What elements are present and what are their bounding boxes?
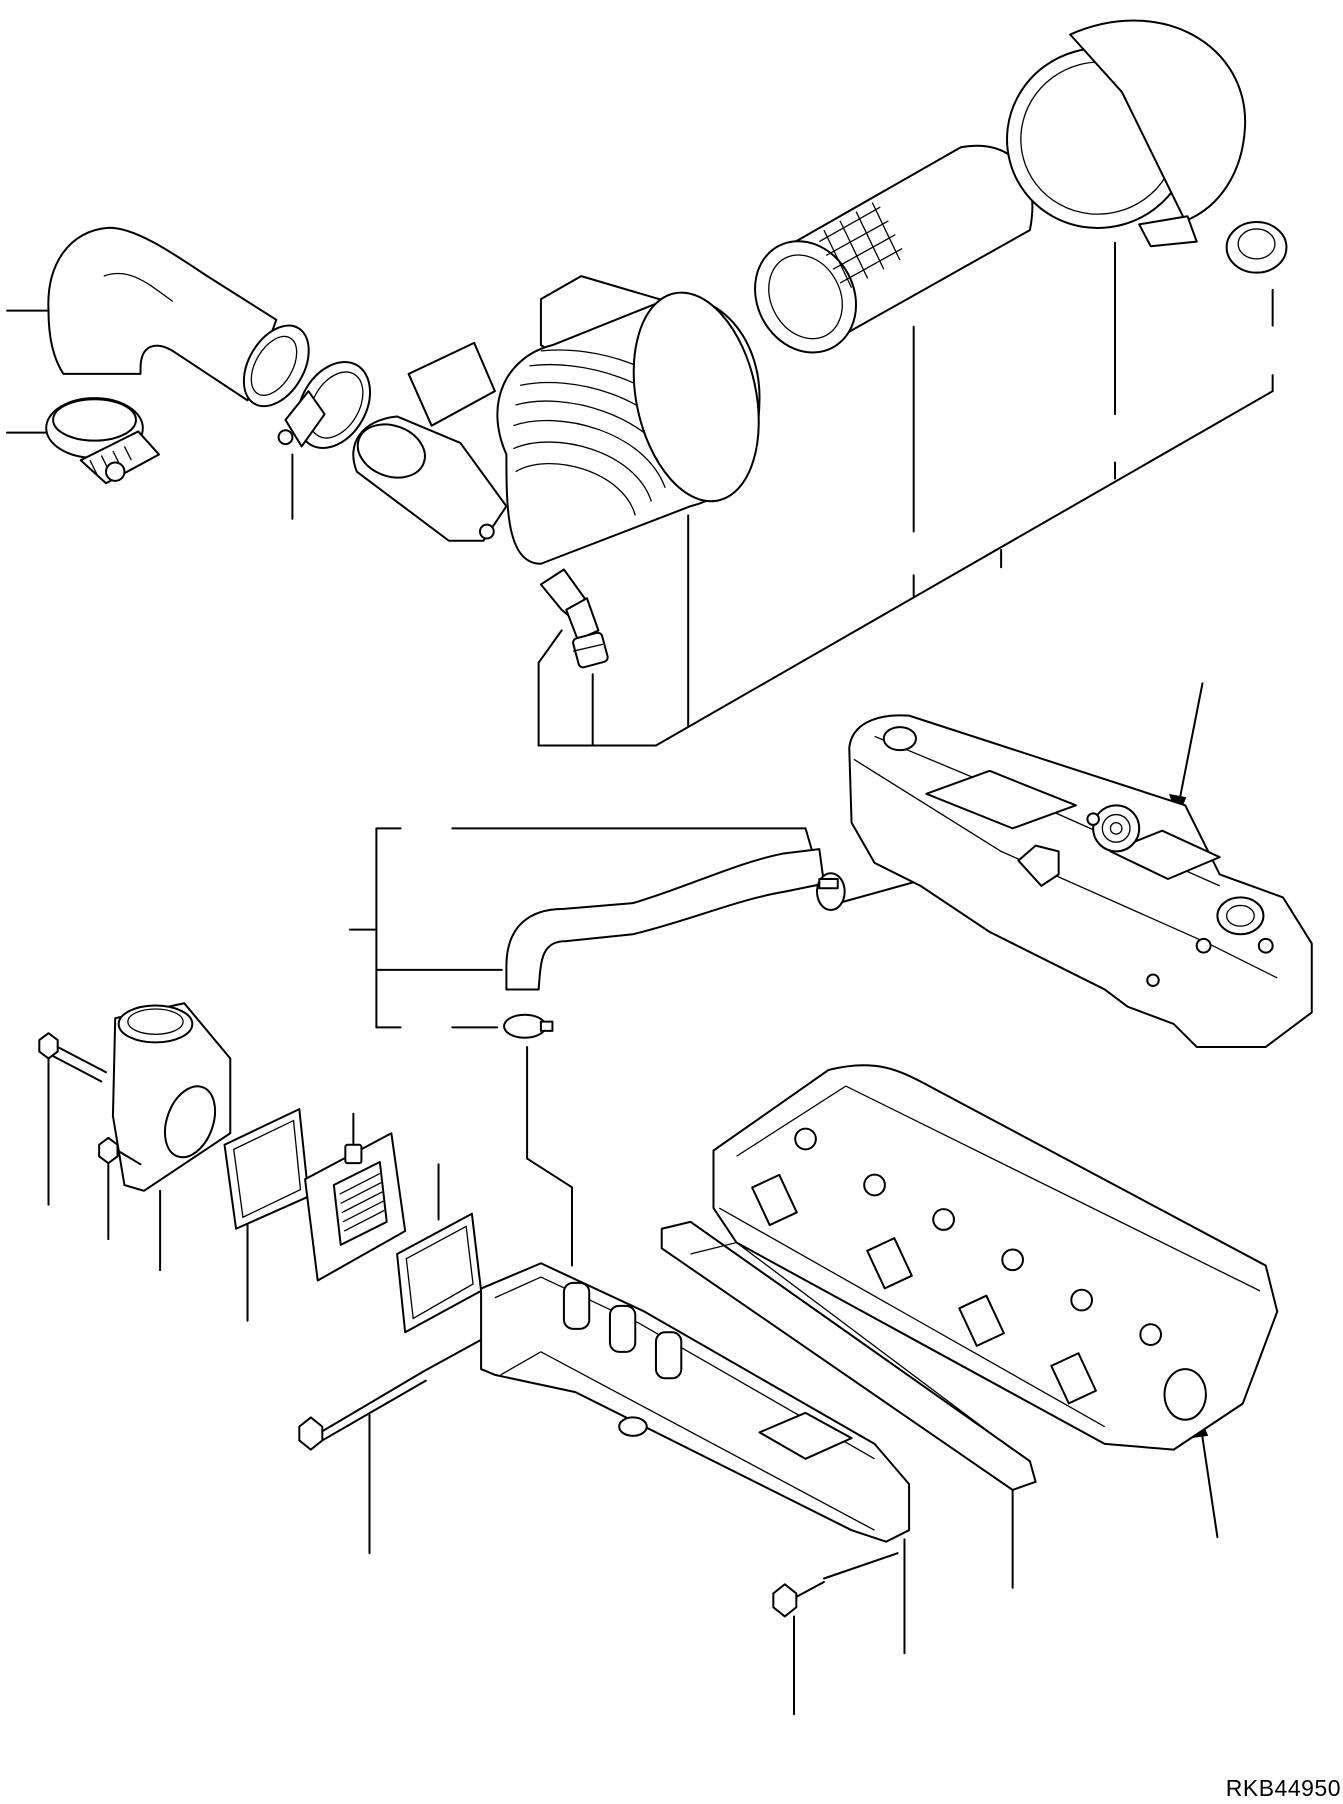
filter-element-icon <box>736 146 1033 371</box>
intake-connector-icon <box>39 1003 230 1191</box>
valve-cover-icon <box>849 715 1312 1047</box>
hose-clamp-icon <box>279 349 385 461</box>
figure-code: RKB44950 <box>1225 1775 1341 1801</box>
hose-clamp-icon <box>817 873 845 910</box>
hose-icon <box>506 849 824 989</box>
indicator-icon <box>572 632 609 669</box>
gasket-icon <box>397 1214 481 1333</box>
manifold-icon <box>299 1263 909 1616</box>
cylinder-head-icon <box>713 1065 1277 1449</box>
cap-icon <box>987 21 1287 273</box>
gasket-icon <box>225 1109 309 1229</box>
air-cleaner-icon <box>350 276 777 564</box>
valve-icon <box>541 570 599 640</box>
elbow-hose-icon <box>48 228 322 418</box>
heater-icon <box>305 1133 405 1280</box>
hose-clamp-icon <box>46 398 159 483</box>
hose-clamp-icon <box>504 1015 552 1038</box>
